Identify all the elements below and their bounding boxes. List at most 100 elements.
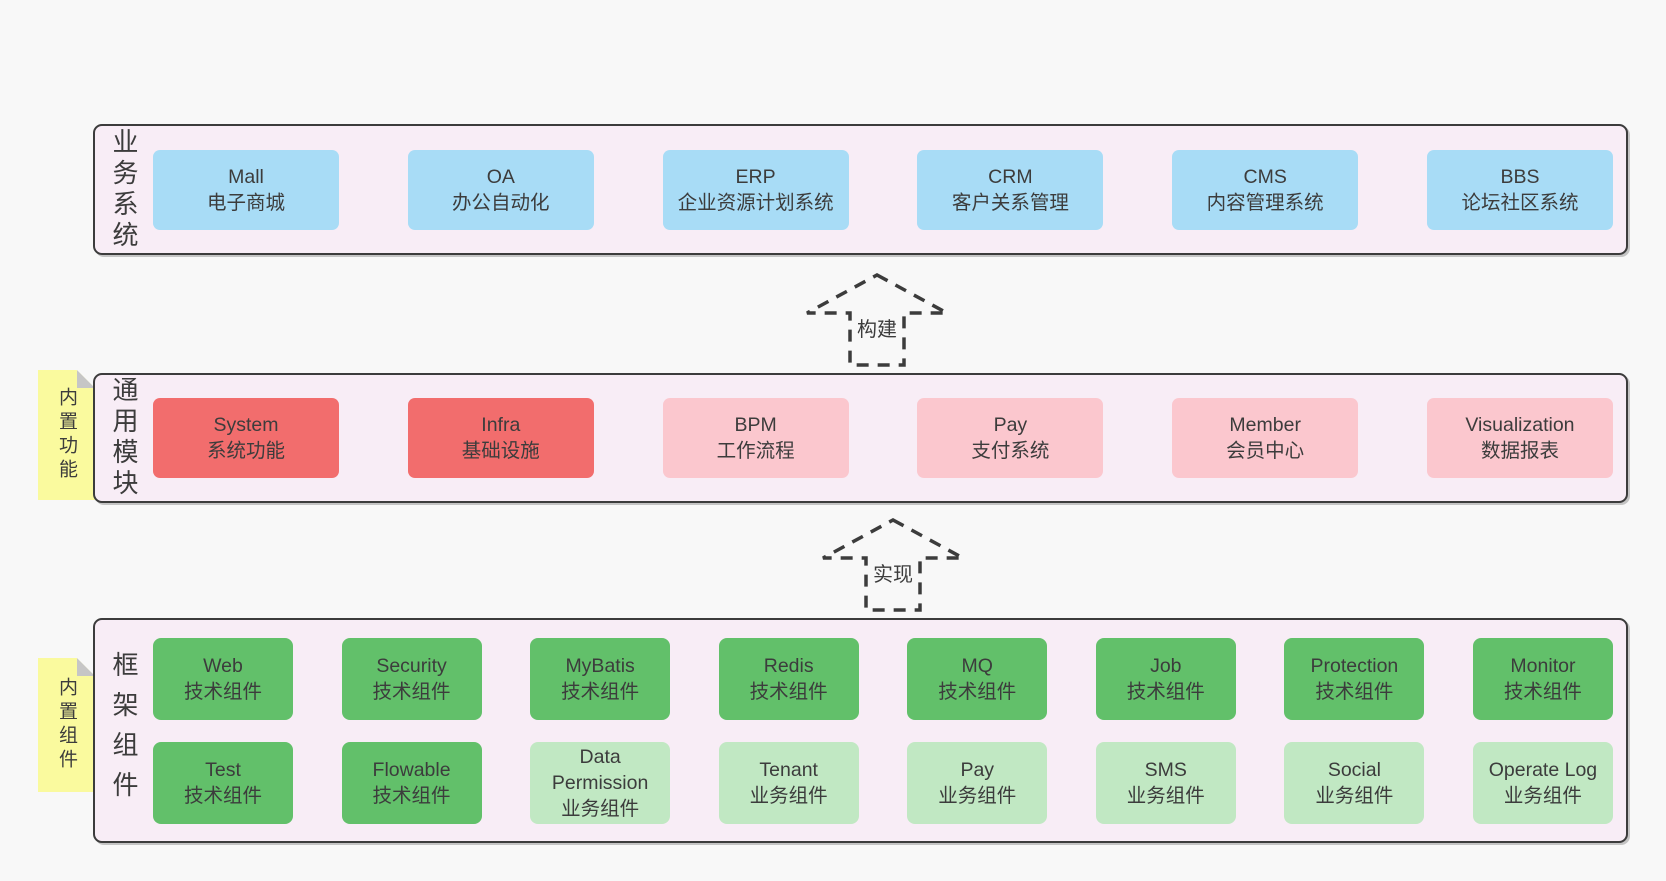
box-desc: 技术组件 xyxy=(372,680,451,703)
build-arrow: 构建 xyxy=(797,269,957,369)
diagram-box-crm: CRM 客户关系管理 xyxy=(917,149,1104,230)
box-name: Job xyxy=(1150,654,1182,677)
band-title: 通用模块 xyxy=(95,375,153,501)
box-name: Test xyxy=(205,758,241,781)
box-desc: 基础设施 xyxy=(461,440,540,462)
box-desc: 电子商城 xyxy=(206,191,285,214)
diagram-box-visualization: Visualization 数据报表 xyxy=(1426,398,1613,478)
diagram-box-flowable: Flowable 技术组件 xyxy=(341,741,482,824)
diagram-box-oa: OA 办公自动化 xyxy=(407,149,594,230)
band-title-text: 业务系统 xyxy=(109,127,139,252)
box-name: Redis xyxy=(763,654,814,677)
up-arrow-icon xyxy=(822,518,964,612)
sticky-note-built-in-components: 内置组件 xyxy=(38,658,95,792)
diagram-box-cms: CMS 内容管理系统 xyxy=(1172,149,1359,230)
box-name: Security xyxy=(376,654,447,677)
diagram-box-member: Member 会员中心 xyxy=(1172,398,1359,478)
box-name: BBS xyxy=(1500,165,1540,188)
band-title-text: 通用模块 xyxy=(109,376,139,500)
diagram-box-mall: Mall 电子商城 xyxy=(153,149,339,230)
diagram-box-social: Social 业务组件 xyxy=(1284,741,1425,824)
diagram-box-system: System 系统功能 xyxy=(153,398,339,478)
diagram-box-bbs: BBS 论坛社区系统 xyxy=(1426,149,1613,230)
box-desc: 企业资源计划系统 xyxy=(677,191,834,214)
box-name: Infra xyxy=(481,414,521,436)
diagram-box-web: Web 技术组件 xyxy=(153,637,293,720)
box-desc: 业务组件 xyxy=(1126,784,1205,807)
box-desc: 工作流程 xyxy=(716,440,795,462)
box-desc: 业务组件 xyxy=(938,784,1017,807)
implement-arrow: 实现 xyxy=(813,514,973,614)
box-name: Member xyxy=(1229,414,1301,436)
box-desc: 客户关系管理 xyxy=(951,191,1069,214)
box-desc: 业务组件 xyxy=(561,797,640,820)
diagram-box-mybatis: MyBatis 技术组件 xyxy=(530,637,671,720)
box-name: Mall xyxy=(228,165,264,188)
box-name: Flowable xyxy=(372,758,451,781)
box-name: Pay xyxy=(960,758,995,781)
box-desc: 支付系统 xyxy=(971,440,1050,462)
box-desc: 业务组件 xyxy=(1503,784,1582,807)
diagram-box-pay: Pay 业务组件 xyxy=(907,741,1048,824)
diagram-box-infra: Infra 基础设施 xyxy=(407,398,594,478)
sticky-note-label: 内置组件 xyxy=(56,677,77,773)
box-name: Web xyxy=(203,654,243,677)
box-desc: 数据报表 xyxy=(1480,440,1559,462)
up-arrow-icon xyxy=(806,273,948,367)
arrow-label: 构建 xyxy=(797,313,957,342)
box-desc: 办公自动化 xyxy=(452,191,550,214)
diagram-box-operate-log: Operate Log 业务组件 xyxy=(1472,741,1613,824)
diagram-box-bpm: BPM 工作流程 xyxy=(662,398,849,478)
box-name: OA xyxy=(486,165,515,188)
box-desc: 技术组件 xyxy=(372,784,451,807)
diagram-box-protection: Protection 技术组件 xyxy=(1284,637,1425,720)
diagram-box-mq: MQ 技术组件 xyxy=(907,637,1048,720)
box-name: Operate Log xyxy=(1488,758,1598,781)
box-desc: 技术组件 xyxy=(938,680,1017,703)
sticky-note-built-in-features: 内置功能 xyxy=(38,370,95,500)
band-title: 框架组件 xyxy=(95,620,153,841)
box-desc: 论坛社区系统 xyxy=(1461,191,1579,214)
box-desc: 系统功能 xyxy=(206,440,285,462)
diagram-box-redis: Redis 技术组件 xyxy=(718,637,859,720)
box-desc: 技术组件 xyxy=(561,680,640,703)
box-desc: 业务组件 xyxy=(1315,784,1394,807)
box-name: MQ xyxy=(961,654,993,677)
box-name: Protection xyxy=(1310,654,1399,677)
build-arrow-text: 构建 xyxy=(855,313,899,342)
box-desc: 内容管理系统 xyxy=(1206,191,1324,214)
box-desc: 会员中心 xyxy=(1226,440,1305,462)
box-desc: 技术组件 xyxy=(183,784,262,807)
diagram-box-security: Security 技术组件 xyxy=(341,637,482,720)
box-desc: 技术组件 xyxy=(749,680,828,703)
box-name: CMS xyxy=(1243,165,1287,188)
implement-arrow-text: 实现 xyxy=(871,558,915,587)
box-name: Social xyxy=(1327,758,1381,781)
arrow-label: 实现 xyxy=(813,558,973,587)
box-name: BPM xyxy=(734,414,777,436)
band-title: 业务系统 xyxy=(95,126,153,253)
box-desc: 技术组件 xyxy=(1315,680,1394,703)
box-name: Visualization xyxy=(1465,414,1575,436)
box-name: MyBatis xyxy=(565,654,635,677)
box-desc: 技术组件 xyxy=(183,680,262,703)
box-desc: 技术组件 xyxy=(1503,680,1582,703)
band-title-text: 框架组件 xyxy=(109,650,139,811)
box-name: CRM xyxy=(988,165,1033,188)
box-name: System xyxy=(213,414,279,436)
